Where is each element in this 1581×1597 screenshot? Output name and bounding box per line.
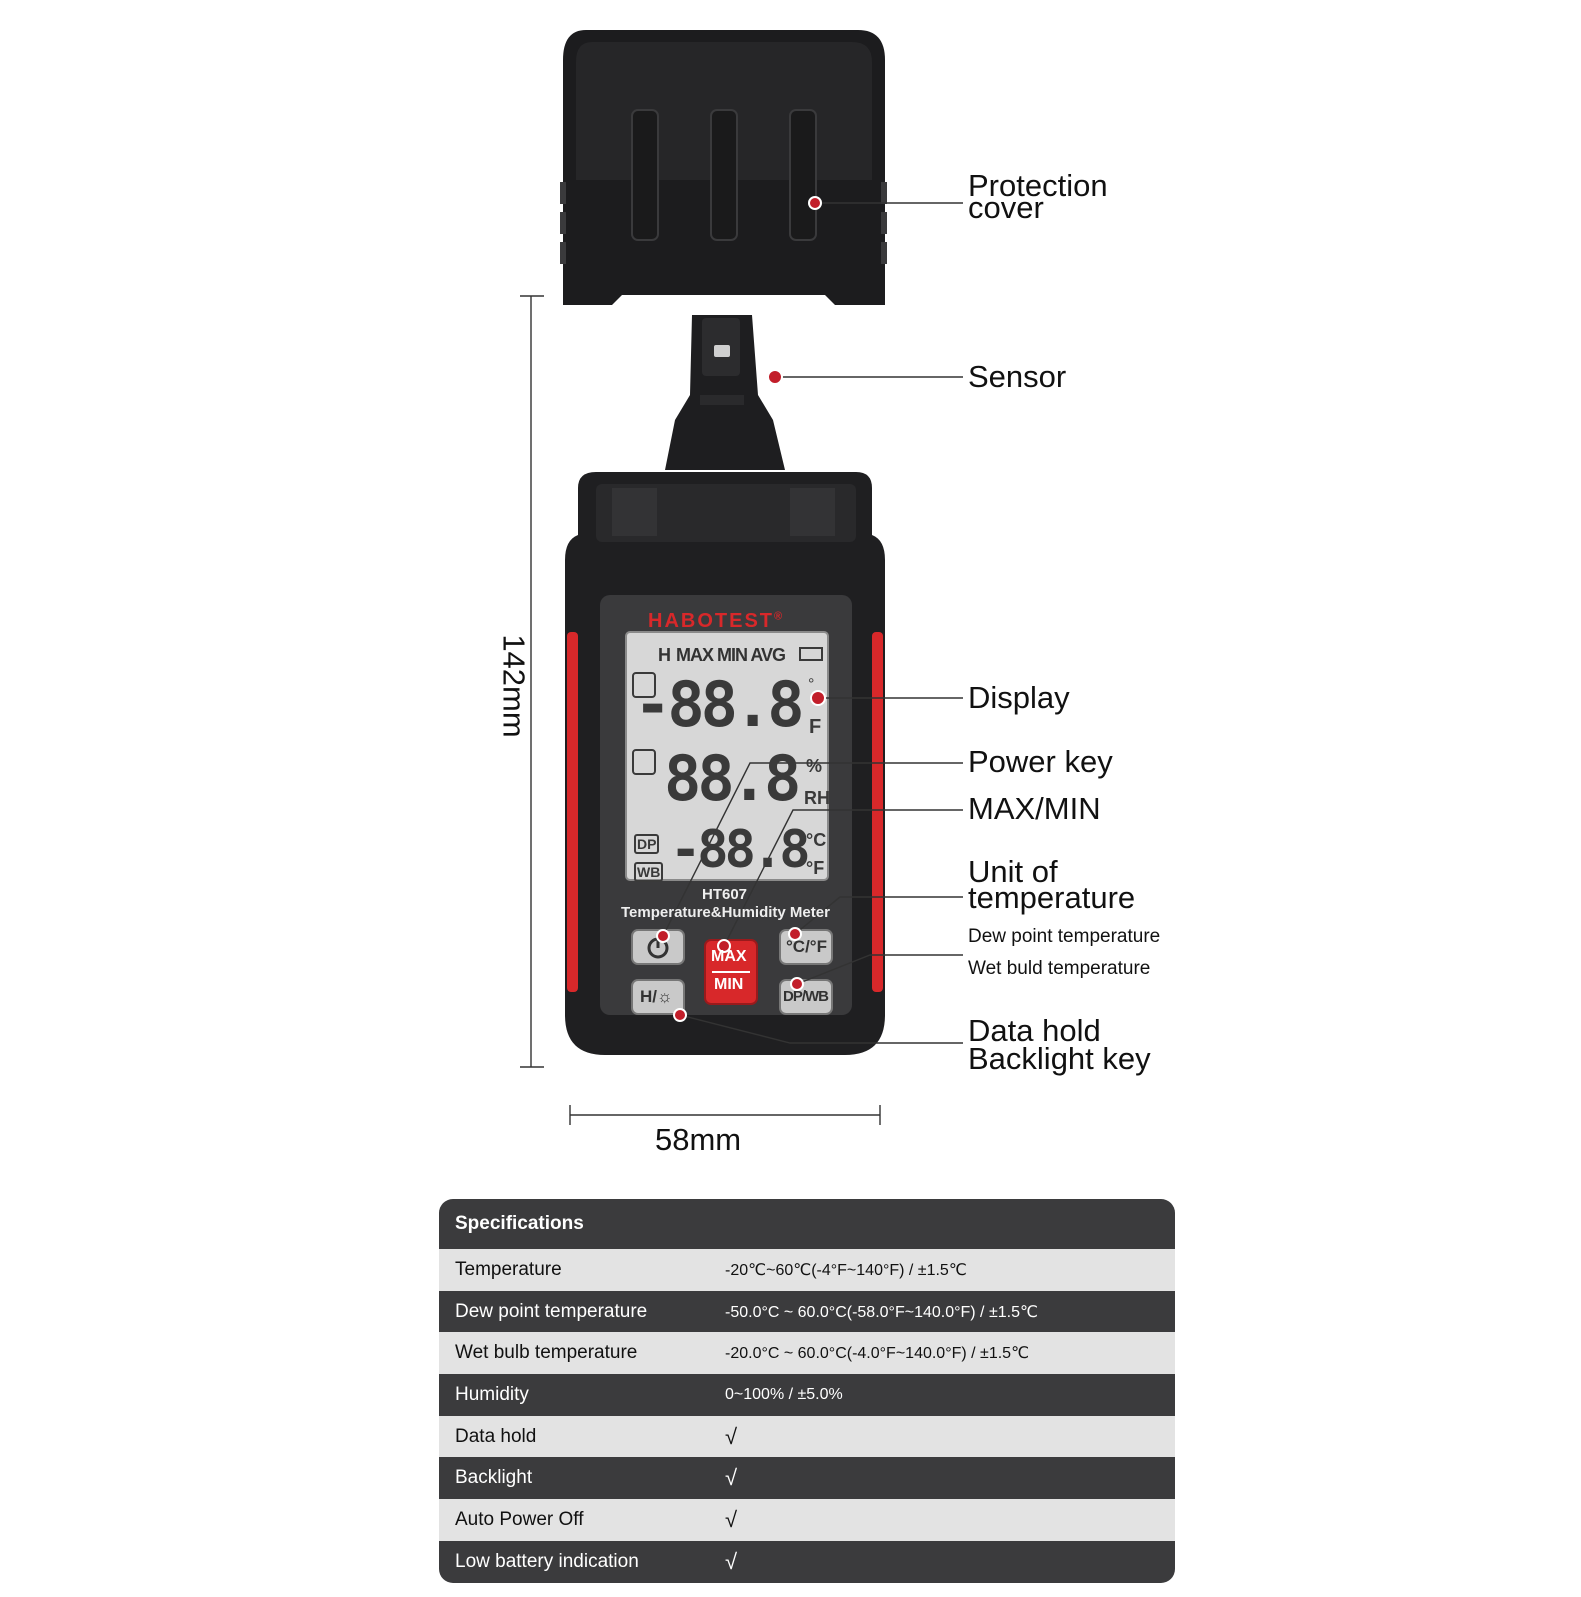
max-button-label: MAX <box>711 948 747 965</box>
lcd-row3-digits: -88.8 <box>670 820 811 880</box>
spec-row: Low battery indication √ <box>439 1540 1175 1583</box>
lcd-indicators: MAX MIN AVG <box>676 645 786 665</box>
spec-label: Backlight <box>455 1467 533 1489</box>
dimension-width: 58mm <box>655 1122 742 1157</box>
spec-value: 0~100% / ±5.0% <box>725 1385 843 1403</box>
label-protection-cover: Protection cover <box>968 168 1108 225</box>
dimension-height: 142mm <box>496 634 532 738</box>
spec-row: Data hold √ <box>439 1415 1175 1458</box>
lcd-row1-unit-bottom: F <box>809 716 822 738</box>
specifications-table: Specifications Temperature -20℃~60℃(-4°F… <box>439 1199 1175 1583</box>
label-dew-point: Dew point temperature <box>968 926 1161 947</box>
spec-value: -20℃~60℃(-4°F~140°F) / ±1.5℃ <box>725 1261 967 1279</box>
label-sensor: Sensor <box>968 359 1067 394</box>
brand-name: HABOTEST <box>648 610 774 632</box>
label-data-hold-line2: Backlight key <box>968 1041 1151 1076</box>
label-unit-line2: temperature <box>968 880 1136 915</box>
spec-row: Auto Power Off √ <box>439 1499 1175 1541</box>
spec-label: Wet bulb temperature <box>455 1342 638 1364</box>
spec-check-icon: √ <box>725 1506 738 1532</box>
unit-button-label: °C/°F <box>786 937 827 956</box>
spec-label: Temperature <box>455 1258 562 1280</box>
sensor-probe <box>665 315 785 470</box>
lcd-wb-tag: WB <box>634 862 664 882</box>
hold-button-label: H/☼ <box>640 987 673 1006</box>
lcd-row1-unit-top: ° <box>808 676 815 693</box>
device-model: HT607 <box>702 886 748 903</box>
label-wet-buld: Wet buld temperature <box>968 958 1151 979</box>
spec-check-icon: √ <box>725 1465 738 1491</box>
device-subtitle: Temperature&Humidity Meter <box>621 904 830 921</box>
lcd-row1-digits: -88.8 <box>634 668 805 741</box>
spec-row: Dew point temperature -50.0°C ~ 60.0°C(-… <box>439 1290 1175 1333</box>
spec-row: Humidity 0~100% / ±5.0% <box>439 1374 1175 1416</box>
lcd-dp-tag: DP <box>634 834 660 854</box>
protection-cover <box>560 30 887 305</box>
lcd-row2-unit-bottom: RH <box>804 788 830 808</box>
dpwb-button-label: DP/WB <box>783 988 829 1005</box>
device-diagram <box>520 30 963 1125</box>
spec-row: Temperature -20℃~60℃(-4°F~140°F) / ±1.5℃ <box>439 1249 1175 1291</box>
spec-row: Backlight √ <box>439 1457 1175 1500</box>
brand-logo: HABOTEST® <box>648 610 784 633</box>
label-protection-cover-line2: cover <box>968 190 1044 225</box>
spec-label: Dew point temperature <box>455 1300 648 1322</box>
dimension-lines <box>520 295 881 1125</box>
lcd-row2-digits: 88.8 <box>664 742 801 815</box>
meter-body <box>565 472 885 1055</box>
label-max-min: MAX/MIN <box>968 791 1101 826</box>
callout-lines <box>662 202 963 1044</box>
spec-label: Data hold <box>455 1425 537 1447</box>
label-data-hold-backlight: Data hold Backlight key <box>968 1013 1151 1076</box>
label-data-hold-line1: Data hold <box>968 1013 1101 1048</box>
spec-check-icon: √ <box>725 1548 738 1574</box>
callout-dots <box>656 196 826 1022</box>
spec-value: -50.0°C ~ 60.0°C(-58.0°F~140.0°F) / ±1.5… <box>725 1303 1038 1321</box>
spec-label: Humidity <box>455 1383 529 1405</box>
lcd-hold-symbol: H <box>658 645 671 665</box>
label-unit-line1: Unit of <box>968 854 1058 889</box>
label-protection-cover-line1: Protection <box>968 168 1108 203</box>
specifications-title: Specifications <box>439 1199 1175 1249</box>
spec-check-icon: √ <box>725 1423 738 1449</box>
spec-row: Wet bulb temperature -20.0°C ~ 60.0°C(-4… <box>439 1332 1175 1375</box>
brand-mark: ® <box>774 610 785 623</box>
spec-value: -20.0°C ~ 60.0°C(-4.0°F~140.0°F) / ±1.5℃ <box>725 1345 1030 1363</box>
lcd-row3-unit-top: °C <box>806 830 827 850</box>
min-button-label: MIN <box>714 976 744 993</box>
label-power-key: Power key <box>968 744 1113 779</box>
lcd-row2-unit-top: % <box>806 756 823 776</box>
spec-label: Low battery indication <box>455 1550 639 1572</box>
lcd-row3-unit-bottom: °F <box>806 858 825 878</box>
label-display: Display <box>968 680 1070 715</box>
label-unit-of-temperature: Unit of temperature <box>968 854 1136 915</box>
spec-label: Auto Power Off <box>455 1508 584 1530</box>
